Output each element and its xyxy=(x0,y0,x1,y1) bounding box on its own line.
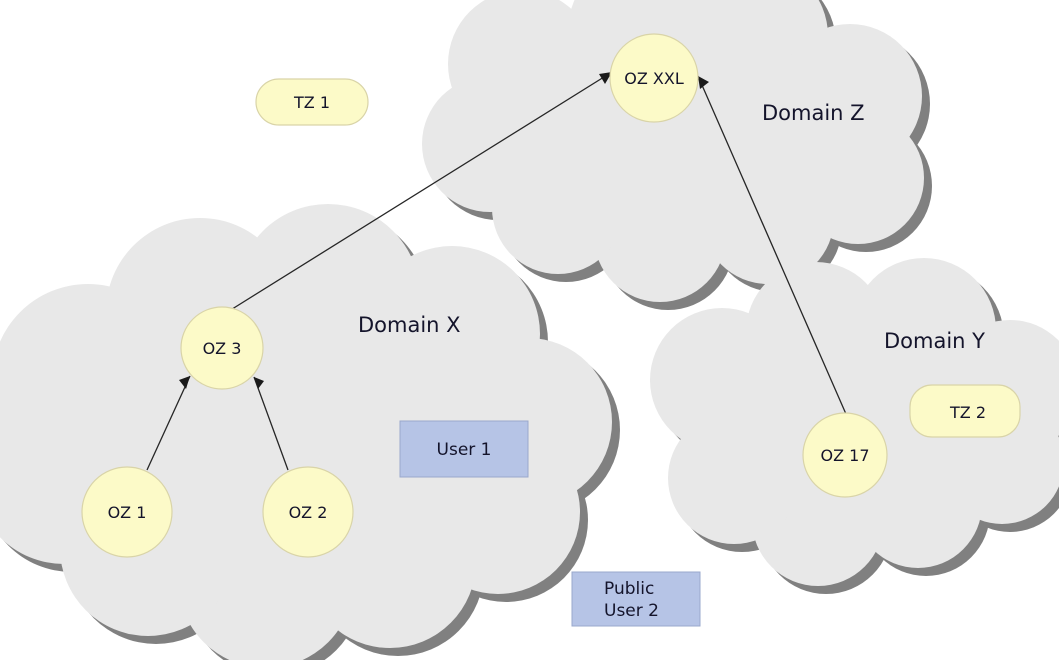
oz-3-label: OZ 3 xyxy=(203,339,242,358)
oz-xxl-shape xyxy=(609,33,699,123)
edge-oz1-to-oz3[interactable] xyxy=(146,375,191,471)
oz-1-shape xyxy=(81,466,173,558)
arrowhead-oz17-to-ozxxl xyxy=(698,76,709,89)
user-1-label: User 1 xyxy=(437,440,492,460)
oz-xxl-label: OZ XXL xyxy=(624,69,684,88)
node-oz-xxl[interactable]: OZ XXL xyxy=(609,33,699,123)
user-box-user-1[interactable]: User 1 xyxy=(399,420,529,478)
domain-label-z: Domain Z xyxy=(762,101,865,125)
domain-label-x: Domain X xyxy=(358,313,461,337)
oz-1-label: OZ 1 xyxy=(108,503,147,522)
tz-1-shape xyxy=(255,78,369,126)
node-oz-2[interactable]: OZ 2 xyxy=(262,466,354,558)
oz-2-label: OZ 2 xyxy=(289,503,328,522)
edges-layer xyxy=(146,71,847,471)
tz-2-shape xyxy=(909,384,1021,438)
cloud-domain-y-body xyxy=(650,258,1059,586)
edge-oz2-to-oz3[interactable] xyxy=(253,376,289,471)
node-oz-3[interactable]: OZ 3 xyxy=(180,306,264,390)
trust-zone-tz-1[interactable]: TZ 1 xyxy=(255,78,369,126)
user-box-user-2[interactable]: Public User 2 xyxy=(571,571,701,627)
arrowhead-oz2-to-oz3 xyxy=(254,377,264,389)
user-2-shape xyxy=(571,571,701,627)
user-2-label-line-2: User 2 xyxy=(604,601,659,621)
user-1-shape xyxy=(399,420,529,478)
oz-17-label: OZ 17 xyxy=(821,446,870,465)
tz-1-label: TZ 1 xyxy=(293,93,330,112)
node-oz-1[interactable]: OZ 1 xyxy=(81,466,173,558)
trust-zone-tz-2[interactable]: TZ 2 xyxy=(909,384,1021,438)
oz-17-shape xyxy=(802,412,888,498)
tz-2-label: TZ 2 xyxy=(949,403,986,422)
oz-3-shape xyxy=(180,306,264,390)
arrowhead-oz3-to-ozxxl xyxy=(599,72,612,84)
node-oz-17[interactable]: OZ 17 xyxy=(802,412,888,498)
edge-oz3-to-ozxxl[interactable] xyxy=(228,71,613,312)
edge-oz17-to-ozxxl[interactable] xyxy=(697,75,847,415)
domain-label-y: Domain Y xyxy=(884,329,985,353)
oz-2-shape xyxy=(262,466,354,558)
user-2-label-line-1: Public xyxy=(604,579,654,599)
arrowhead-oz1-to-oz3 xyxy=(179,376,190,389)
cloud-domain-y[interactable] xyxy=(650,258,1059,594)
